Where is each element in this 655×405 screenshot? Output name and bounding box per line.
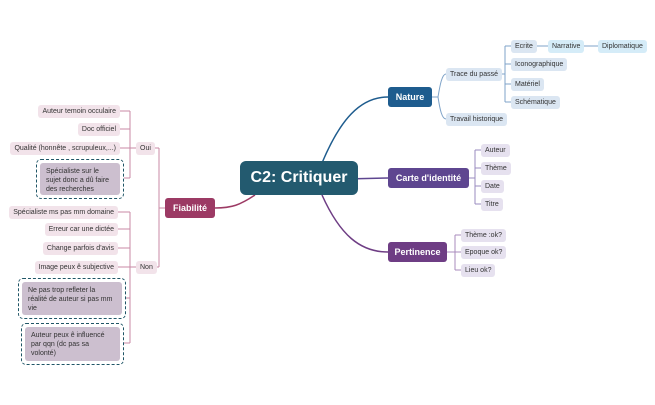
note-auteur-influence-text: Auteur peux ê influencé par qqn (dc pas …: [25, 327, 120, 361]
node-travail-historique[interactable]: Travail historique: [446, 113, 508, 126]
node-theme[interactable]: Thème: [481, 162, 511, 175]
node-oui[interactable]: Oui: [136, 142, 155, 155]
note-specialiste-text: Spécialiste sur le sujet donc a dû faire…: [40, 163, 120, 195]
node-schematique[interactable]: Schématique: [511, 96, 560, 109]
branch-fiabilite[interactable]: Fiabilité: [165, 198, 215, 218]
node-auteur-temoin[interactable]: Auteur temoin occulaire: [38, 105, 120, 118]
branch-pertinence[interactable]: Pertinence: [388, 242, 447, 262]
node-auteur[interactable]: Auteur: [481, 144, 510, 157]
node-materiel[interactable]: Matériel: [511, 78, 544, 91]
node-doc-officiel[interactable]: Doc officiel: [77, 123, 120, 136]
node-iconographique[interactable]: Iconographique: [511, 58, 568, 71]
node-erreur-dictee[interactable]: Erreur car une dictée: [44, 223, 118, 236]
node-ecrite[interactable]: Ecrite: [511, 40, 537, 53]
note-realite-auteur-text: Ne pas trop refleter la réalité de auteu…: [22, 282, 122, 315]
node-non[interactable]: Non: [136, 261, 157, 274]
node-specialiste-ms-pas[interactable]: Spécialiste ms pas mm domaine: [9, 206, 118, 219]
node-qualite[interactable]: Qualité (honnête , scrupuleux,...): [10, 142, 120, 155]
branch-nature[interactable]: Nature: [388, 87, 432, 107]
branch-carte-identite[interactable]: Carte d'identité: [388, 168, 469, 188]
note-specialiste[interactable]: Spécialiste sur le sujet donc a dû faire…: [36, 159, 124, 199]
node-trace-du-passe[interactable]: Trace du passé: [446, 68, 502, 81]
node-epoque-ok[interactable]: Epoque ok?: [461, 246, 507, 259]
node-diplomatique[interactable]: Diplomatique: [598, 40, 647, 53]
node-date[interactable]: Date: [481, 180, 504, 193]
node-theme-ok[interactable]: Thème :ok?: [461, 229, 506, 242]
note-realite-auteur[interactable]: Ne pas trop refleter la réalité de auteu…: [18, 278, 126, 319]
node-change-avis[interactable]: Change parfois d'avis: [42, 242, 118, 255]
node-titre[interactable]: Titre: [481, 198, 503, 211]
note-auteur-influence[interactable]: Auteur peux ê influencé par qqn (dc pas …: [21, 323, 124, 365]
node-lieu-ok[interactable]: Lieu ok?: [461, 264, 496, 277]
node-image-subjective[interactable]: Image peux ê subjective: [34, 261, 118, 274]
central-topic[interactable]: C2: Critiquer: [240, 161, 358, 195]
node-narrative[interactable]: Narrative: [548, 40, 585, 53]
